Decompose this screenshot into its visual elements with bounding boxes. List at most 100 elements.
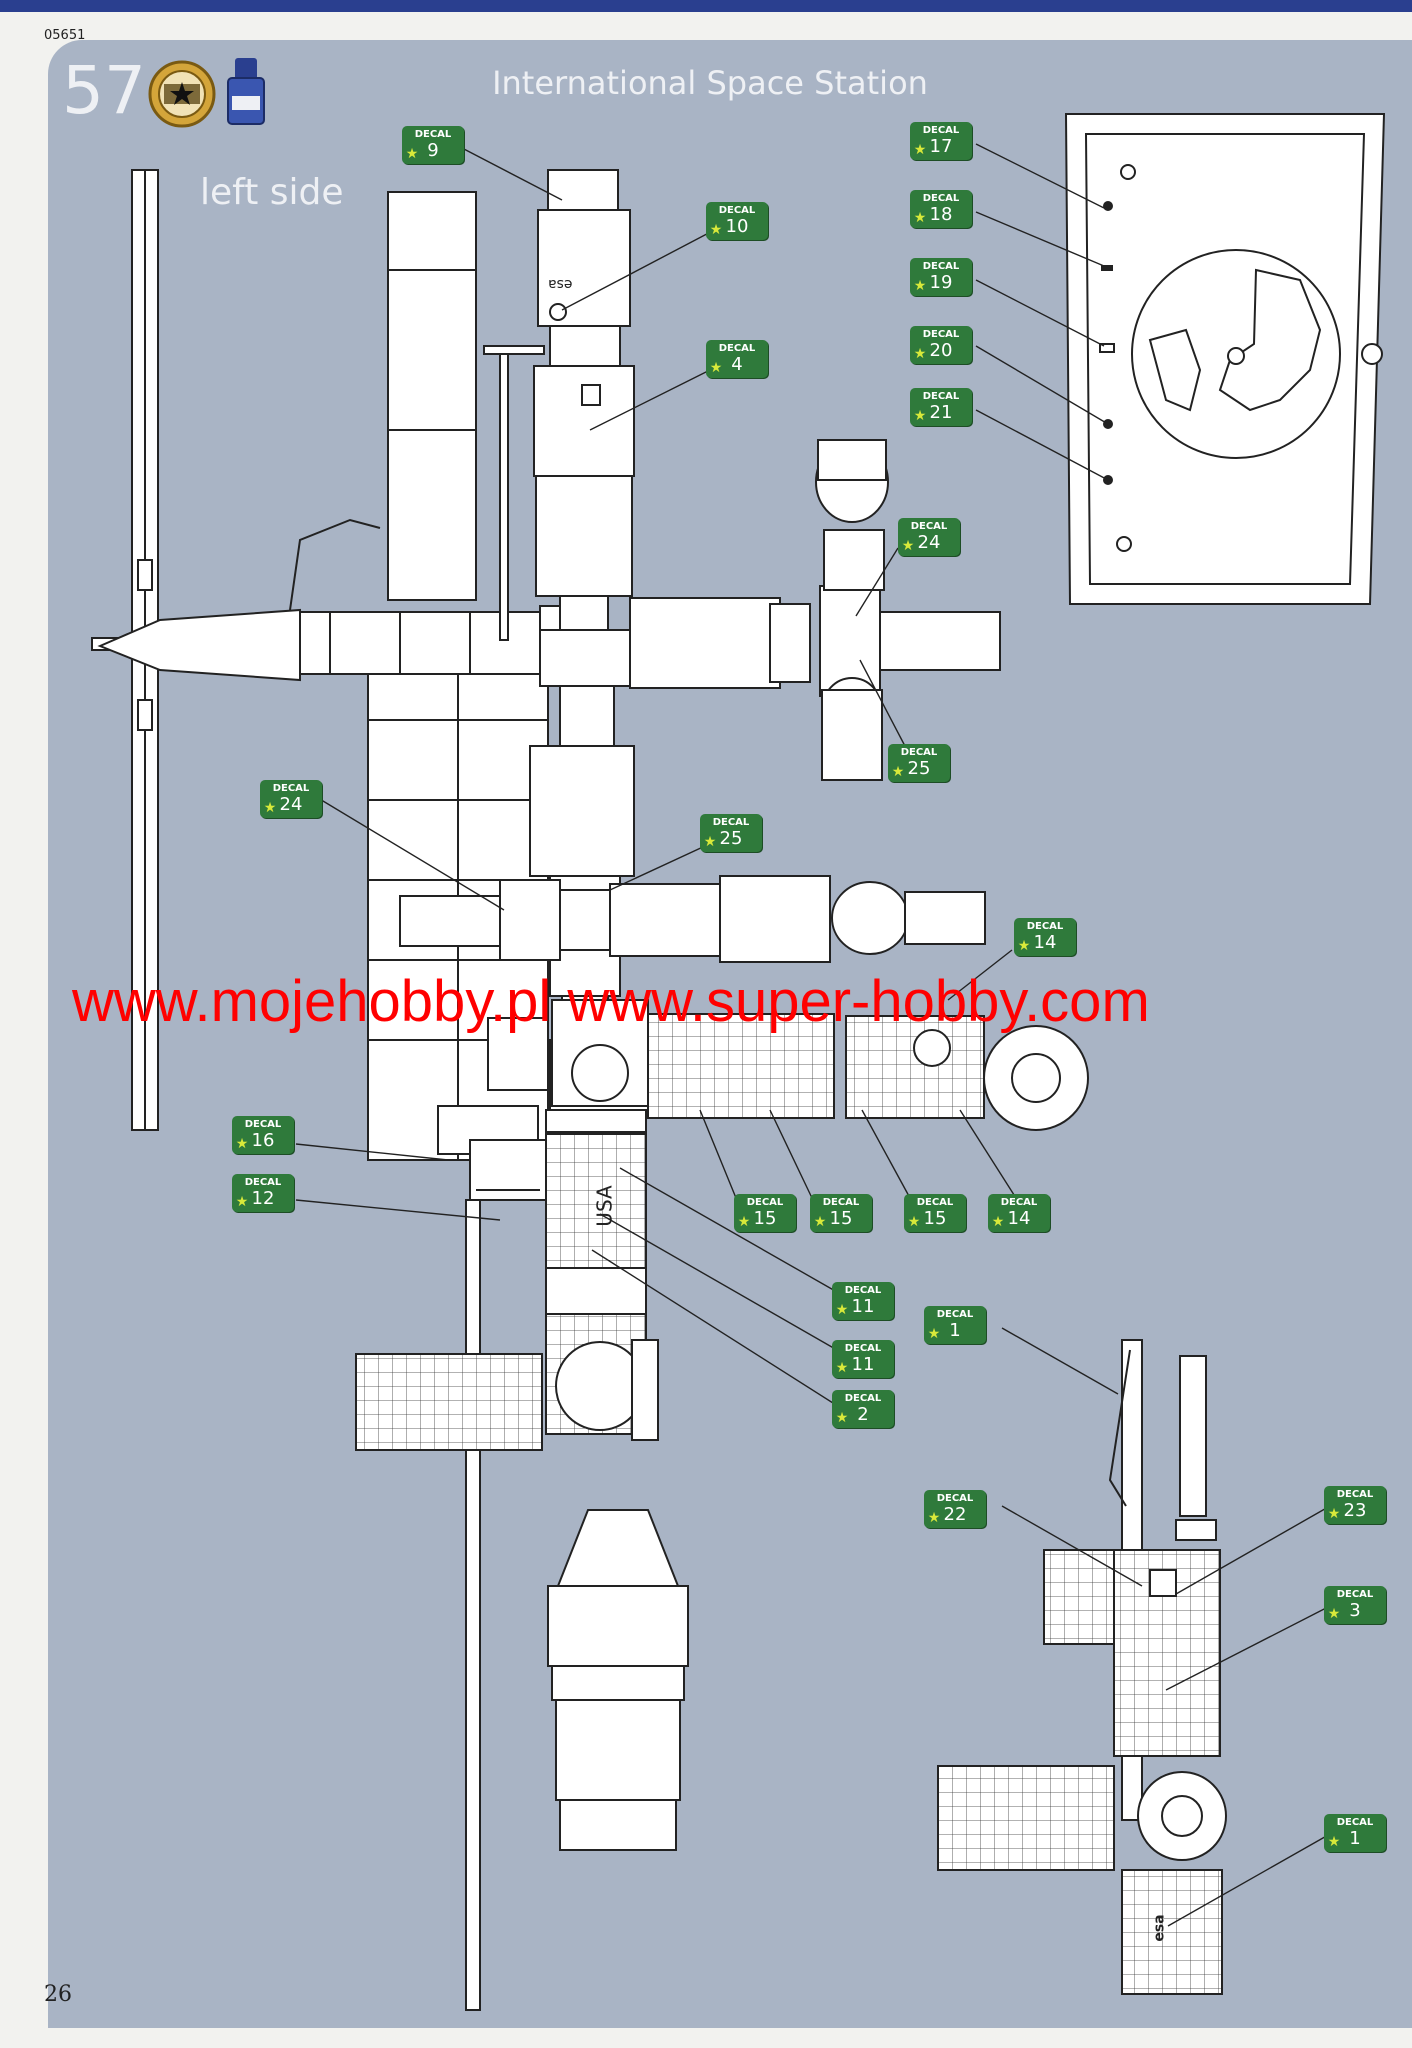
star-icon: ★	[709, 222, 723, 238]
star-icon: ★	[1327, 1834, 1341, 1850]
document-code: 05651	[44, 28, 86, 43]
decal-word: DECAL	[922, 329, 960, 340]
decal-number: 23	[1343, 1500, 1367, 1521]
watermark-text: www.mojehobby.pl www.super-hobby.com	[72, 969, 1150, 1034]
decal-word: DECAL	[1336, 1489, 1374, 1500]
star-icon: ★	[913, 278, 927, 294]
decal-number: 21	[929, 402, 953, 423]
decal-word: DECAL	[844, 1285, 882, 1296]
decal-word: DECAL	[244, 1119, 282, 1130]
star-icon: ★	[901, 538, 915, 554]
decal-number: 1	[949, 1320, 961, 1341]
decal-word: DECAL	[916, 1197, 954, 1208]
star-icon: ★	[1327, 1506, 1341, 1522]
star-icon: ★	[835, 1360, 849, 1376]
decal-word: DECAL	[272, 783, 310, 794]
decal-number: 14	[1033, 932, 1057, 953]
lab-module-row	[437, 999, 1089, 1155]
star-icon: ★	[907, 1214, 921, 1230]
star-icon: ★	[1327, 1606, 1341, 1622]
rear-truss	[97, 345, 561, 682]
star-icon: ★	[1017, 938, 1031, 954]
decal-number: 4	[731, 354, 743, 375]
decal-word: DECAL	[718, 205, 756, 216]
decal-word: DECAL	[936, 1493, 974, 1504]
decal-number: 22	[943, 1504, 967, 1525]
lower-module-stack	[355, 1133, 689, 2011]
star-icon: ★	[913, 210, 927, 226]
decal-word: DECAL	[936, 1309, 974, 1320]
decal-word: DECAL	[1336, 1589, 1374, 1600]
esa-label-top: esa	[548, 276, 573, 292]
decal-number: 12	[251, 1188, 275, 1209]
decal-word: DECAL	[844, 1343, 882, 1354]
decal-number: 1	[1349, 1828, 1361, 1849]
decal-word: DECAL	[822, 1197, 860, 1208]
bottom-right-subassembly	[937, 1339, 1227, 1995]
decal-number: 18	[929, 204, 953, 225]
decal-word: DECAL	[746, 1197, 784, 1208]
medal-star-icon	[148, 60, 216, 128]
decal-word: DECAL	[1026, 921, 1064, 932]
decal-number: 15	[829, 1208, 853, 1229]
decal-number: 11	[851, 1296, 875, 1317]
decal-number: 2	[857, 1404, 869, 1425]
decal-number: 15	[753, 1208, 777, 1229]
decal-number: 24	[279, 794, 303, 815]
star-icon: ★	[991, 1214, 1005, 1230]
decal-word: DECAL	[244, 1177, 282, 1188]
right-module-cross-upper	[629, 439, 1001, 781]
decal-number: 25	[719, 828, 743, 849]
star-icon: ★	[835, 1410, 849, 1426]
decal-word: DECAL	[712, 817, 750, 828]
decal-number: 3	[1349, 1600, 1361, 1621]
top-color-strip	[0, 0, 1412, 12]
view-label: left side	[200, 172, 344, 213]
decal-word: DECAL	[922, 391, 960, 402]
star-icon: ★	[913, 142, 927, 158]
inset-panel-detail	[1064, 113, 1386, 605]
star-icon: ★	[927, 1510, 941, 1526]
decal-word: DECAL	[900, 747, 938, 758]
star-icon: ★	[235, 1194, 249, 1210]
star-icon: ★	[709, 360, 723, 376]
decal-number: 10	[725, 216, 749, 237]
decal-number: 19	[929, 272, 953, 293]
star-icon: ★	[703, 834, 717, 850]
decal-word: DECAL	[1336, 1817, 1374, 1828]
decal-number: 25	[907, 758, 931, 779]
decal-word: DECAL	[414, 129, 452, 140]
decal-word: DECAL	[718, 343, 756, 354]
decal-word: DECAL	[922, 125, 960, 136]
star-icon: ★	[813, 1214, 827, 1230]
star-icon: ★	[263, 800, 277, 816]
decal-number: 16	[251, 1130, 275, 1151]
usa-label: USA	[592, 1185, 617, 1227]
decal-number: 15	[923, 1208, 947, 1229]
paint-bottle-icon	[227, 58, 265, 125]
